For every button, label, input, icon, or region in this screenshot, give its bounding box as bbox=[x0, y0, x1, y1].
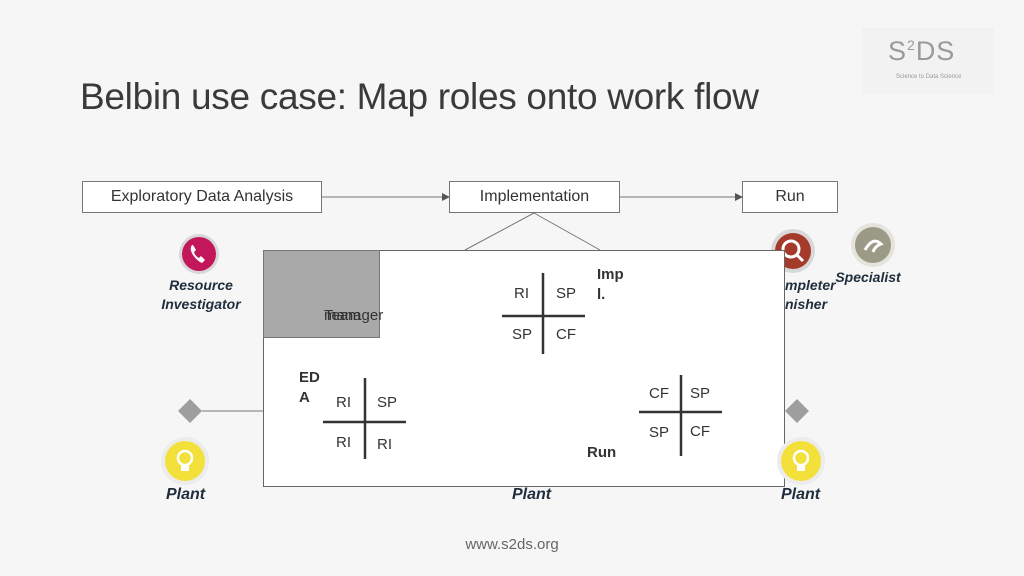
s2ds-logo: S2DS Science to Data Science bbox=[862, 28, 994, 94]
specialist-badge-icon bbox=[851, 223, 895, 267]
impl-cell-tl: RI bbox=[514, 285, 529, 302]
slide-title: Belbin use case: Map roles onto work flo… bbox=[80, 76, 759, 117]
run-cell-tl: CF bbox=[649, 385, 669, 402]
lightbulb-icon bbox=[161, 437, 209, 485]
role-plant-center: Plant bbox=[512, 486, 552, 503]
run-cell-br: CF bbox=[690, 423, 710, 440]
flow-box-implementation: Implementation bbox=[449, 181, 620, 213]
run-cell-bl: SP bbox=[649, 424, 670, 441]
diamond-icon bbox=[785, 399, 809, 423]
impl-cell-br: CF bbox=[556, 326, 576, 343]
flow-box-eda: Exploratory Data Analysis bbox=[82, 181, 322, 213]
footer-url[interactable]: www.s2ds.org bbox=[465, 536, 559, 553]
role-plant-left: Plant bbox=[166, 486, 206, 503]
impl-cell-bl: SP bbox=[512, 326, 533, 343]
eda-cell-tr: SP bbox=[377, 394, 398, 411]
impl-cell-tr: SP bbox=[556, 285, 577, 302]
logo-mark: S2DS bbox=[888, 36, 956, 66]
impl-branch-right bbox=[533, 212, 601, 251]
telephone-icon bbox=[179, 234, 219, 274]
logo-tagline: Science to Data Science bbox=[896, 74, 962, 80]
role-plant-right: Plant bbox=[781, 486, 821, 503]
lightbulb-icon bbox=[777, 437, 825, 485]
run-quadrant-label: Run bbox=[587, 444, 617, 461]
diamond-icon bbox=[178, 399, 202, 423]
impl-branch-left bbox=[464, 212, 535, 251]
eda-cell-tl: RI bbox=[336, 394, 351, 411]
eda-cell-bl: RI bbox=[336, 434, 351, 451]
eda-cell-br: RI bbox=[377, 436, 392, 453]
run-cell-tr: SP bbox=[690, 385, 711, 402]
role-completer-finisher: mpleter nisher bbox=[785, 277, 836, 312]
role-specialist: Specialist bbox=[835, 269, 901, 285]
role-resource-investigator: Resource Investigator bbox=[161, 277, 241, 312]
flow-box-run: Run bbox=[742, 181, 838, 213]
